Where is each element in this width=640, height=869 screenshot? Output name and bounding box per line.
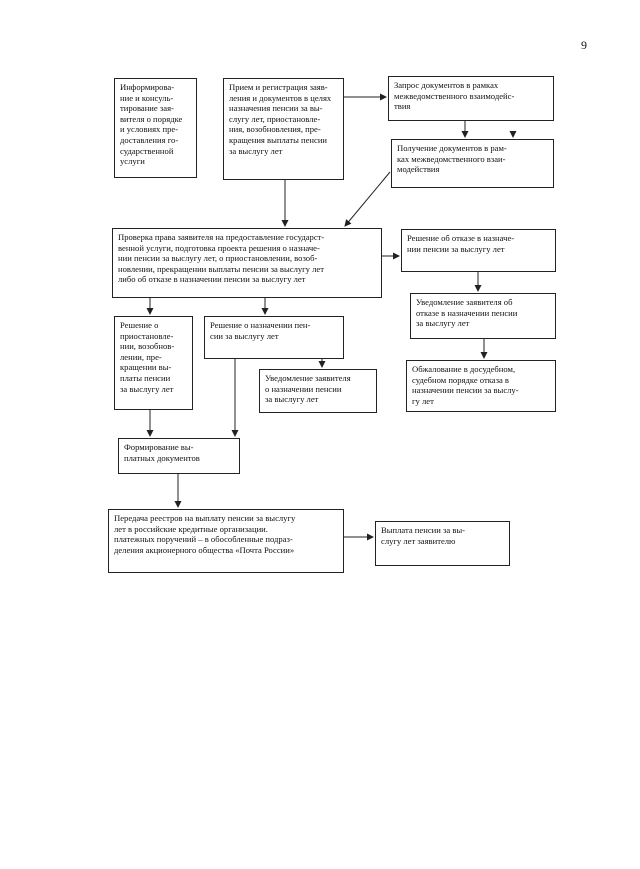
box-payment: Выплата пенсии за вы- слугу лет заявител… xyxy=(375,521,510,566)
box-check-right: Проверка права заявителя на предоставлен… xyxy=(112,228,382,298)
box-appeal: Обжалование в досудебном, судебном поряд… xyxy=(406,360,556,412)
box-request-documents: Запрос документов в рамках межведомствен… xyxy=(388,76,554,121)
page-number: 9 xyxy=(581,38,587,52)
box-refusal-notice: Уведомление заявителя об отказе в назнач… xyxy=(410,293,556,339)
box-suspension-decision: Решение о приостановле- нии, возобнов- л… xyxy=(114,316,193,410)
arrow-receive-to-check xyxy=(344,171,391,227)
box-assignment-decision: Решение о назначении пен- сии за выслугу… xyxy=(204,316,344,359)
box-assignment-notice: Уведомление заявителя о назначении пенси… xyxy=(259,369,377,413)
box-transfer-registers: Передача реестров на выплату пенсии за в… xyxy=(108,509,344,573)
box-reception: Прием и регистрация заяв- ления и докуме… xyxy=(223,78,344,180)
box-receive-documents: Получение документов в рам- ках межведом… xyxy=(391,139,554,188)
box-payment-documents: Формирование вы- платных документов xyxy=(118,438,240,474)
box-informing: Информирова- ние и консуль- тирование за… xyxy=(114,78,197,178)
box-refusal-decision: Решение об отказе в назначе- нии пенсии … xyxy=(401,229,556,272)
